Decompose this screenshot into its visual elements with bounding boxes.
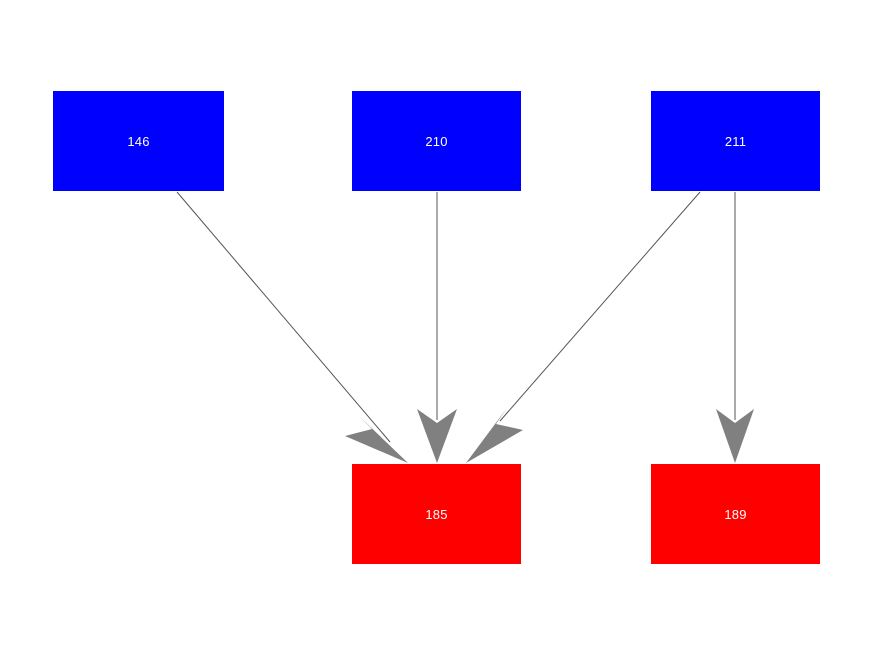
node-label: 211 <box>724 133 747 149</box>
edge-211-189[interactable] <box>716 192 754 463</box>
edge-146-185[interactable] <box>176 191 408 463</box>
node-146[interactable]: 146 <box>53 91 224 191</box>
arrowhead <box>716 409 754 463</box>
node-label: 146 <box>127 133 150 149</box>
edge-211-185[interactable] <box>466 191 701 463</box>
arrowhead <box>417 409 457 463</box>
edge-shaft <box>499 191 701 422</box>
edge-shaft <box>176 191 391 443</box>
edge-210-185[interactable] <box>417 192 457 463</box>
node-211[interactable]: 211 <box>651 91 820 191</box>
arrowhead <box>345 415 408 463</box>
node-210[interactable]: 210 <box>352 91 521 191</box>
node-189[interactable]: 189 <box>651 464 820 564</box>
node-label: 185 <box>425 506 448 522</box>
node-label: 189 <box>724 506 747 522</box>
node-185[interactable]: 185 <box>352 464 521 564</box>
node-label: 210 <box>425 133 448 149</box>
arrowhead <box>466 408 523 463</box>
